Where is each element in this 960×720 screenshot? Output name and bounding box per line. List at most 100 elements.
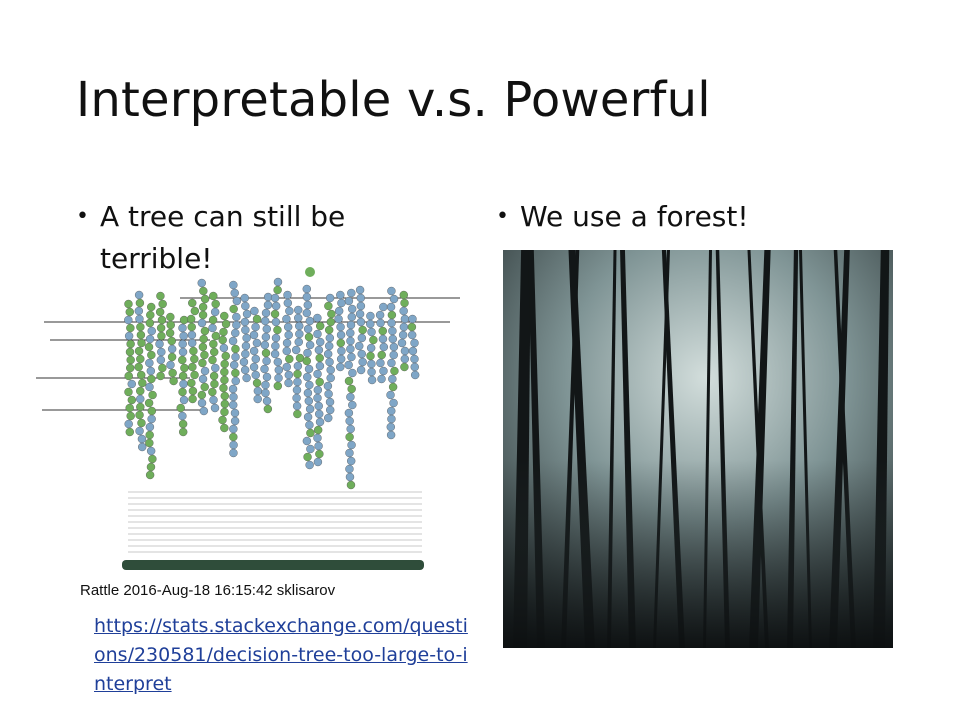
tree-node bbox=[231, 352, 240, 362]
tree-node bbox=[284, 378, 293, 388]
tree-node bbox=[337, 346, 346, 356]
tree-node bbox=[158, 363, 167, 373]
left-bullet-text: A tree can still be terrible! bbox=[100, 200, 346, 275]
tree-node bbox=[292, 401, 302, 411]
tree-node bbox=[179, 331, 188, 341]
tree-node bbox=[315, 361, 325, 371]
tree-node bbox=[271, 333, 281, 343]
tree-node bbox=[146, 462, 156, 472]
tree-node bbox=[200, 350, 209, 360]
tree-node bbox=[166, 312, 175, 322]
tree-node bbox=[147, 302, 156, 312]
tree-node bbox=[144, 398, 154, 408]
tree-node bbox=[145, 438, 154, 448]
tree-node bbox=[229, 432, 238, 442]
tree-node bbox=[389, 398, 398, 408]
tree-node bbox=[230, 288, 239, 298]
tree-node bbox=[198, 342, 208, 352]
tree-node bbox=[134, 362, 143, 372]
tree-node bbox=[314, 401, 323, 411]
tree-root-node bbox=[305, 267, 315, 277]
tree-node bbox=[211, 299, 220, 309]
tree-node bbox=[240, 365, 250, 375]
tree-node bbox=[209, 291, 218, 301]
tree-node bbox=[137, 370, 146, 380]
tree-node bbox=[178, 411, 187, 421]
tree-node bbox=[325, 341, 334, 351]
tree-node bbox=[283, 298, 293, 308]
tree-node bbox=[347, 456, 356, 466]
tree-node bbox=[251, 322, 260, 332]
tree-node bbox=[260, 364, 269, 374]
tree-node bbox=[200, 294, 210, 304]
tree-node bbox=[155, 307, 165, 317]
tree-node bbox=[260, 316, 270, 326]
tree-node bbox=[334, 314, 343, 324]
tree-node bbox=[260, 340, 270, 350]
tree-node bbox=[229, 400, 238, 410]
tree-node bbox=[357, 349, 366, 359]
tree-node bbox=[157, 347, 166, 357]
bullet-dot-icon: • bbox=[496, 204, 509, 229]
tree-node bbox=[295, 329, 304, 339]
tree-node bbox=[356, 365, 366, 375]
tree-node bbox=[345, 448, 354, 458]
tree-node bbox=[407, 322, 417, 332]
tree-node bbox=[127, 379, 136, 389]
tree-node bbox=[399, 306, 408, 316]
tree-node bbox=[327, 309, 336, 319]
tree-node bbox=[125, 347, 135, 357]
tree-node bbox=[209, 339, 218, 349]
tree-node bbox=[197, 318, 207, 328]
tree-node bbox=[134, 290, 144, 300]
tree-node bbox=[313, 393, 322, 403]
tree-node bbox=[211, 331, 221, 341]
tree-node bbox=[167, 336, 176, 346]
tree-node bbox=[178, 355, 187, 365]
tree-node bbox=[400, 298, 409, 308]
tree-node bbox=[315, 353, 324, 363]
tree-node bbox=[200, 326, 210, 336]
tree-node bbox=[378, 334, 388, 344]
tree-node bbox=[179, 315, 189, 325]
tree-node bbox=[313, 329, 322, 339]
tree-node bbox=[366, 351, 375, 361]
tree-node bbox=[367, 327, 376, 337]
forest-photo bbox=[503, 250, 893, 648]
tree-node bbox=[127, 395, 137, 405]
tree-node bbox=[230, 408, 240, 418]
tree-node bbox=[348, 400, 357, 410]
tree-node bbox=[240, 317, 250, 327]
tree-node bbox=[189, 346, 198, 356]
tree-node bbox=[145, 382, 154, 392]
tree-node bbox=[229, 304, 238, 314]
tree-node bbox=[126, 411, 135, 421]
tree-node bbox=[347, 288, 356, 298]
tree-node bbox=[303, 348, 312, 358]
tree-node bbox=[165, 328, 175, 338]
tree-node bbox=[315, 321, 325, 331]
tree-node bbox=[316, 337, 325, 347]
tree-node bbox=[283, 322, 293, 332]
tree-node bbox=[145, 470, 155, 480]
tree-node bbox=[345, 464, 354, 474]
tree-node bbox=[124, 315, 133, 325]
tree-node bbox=[263, 404, 273, 414]
tree-node bbox=[390, 366, 399, 376]
tree-node bbox=[167, 352, 177, 362]
tree-node bbox=[324, 301, 333, 311]
tree-node bbox=[313, 425, 323, 435]
tree-node bbox=[367, 375, 377, 385]
tree-node bbox=[356, 293, 365, 303]
tree-node bbox=[157, 315, 167, 325]
tree-node bbox=[293, 361, 303, 371]
right-bullet: • We use a forest! bbox=[496, 196, 856, 238]
tree-node bbox=[271, 341, 280, 351]
source-link[interactable]: https://stats.stackexchange.com/question… bbox=[94, 615, 468, 695]
tree-node bbox=[232, 296, 242, 306]
tree-node bbox=[336, 290, 345, 300]
tree-node bbox=[231, 328, 240, 338]
tree-node bbox=[348, 368, 357, 378]
tree-node bbox=[274, 373, 283, 383]
tree-node bbox=[358, 325, 367, 335]
